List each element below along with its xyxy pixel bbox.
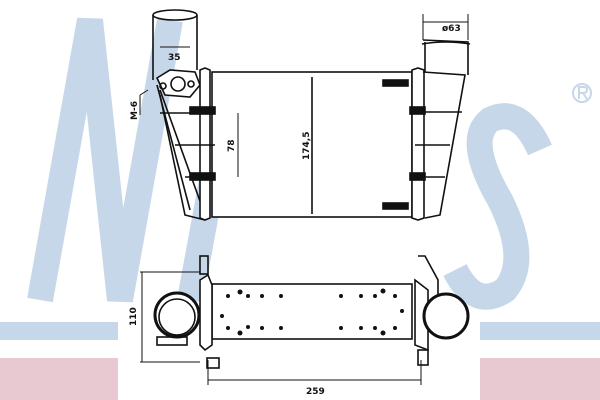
- dim-outlet-diameter: ø63: [442, 24, 461, 34]
- top-view: [139, 9, 471, 221]
- dim-core-height: 174,5: [302, 132, 312, 160]
- dim-core-width: 259: [306, 387, 325, 397]
- registered-mark-icon: [572, 83, 592, 103]
- mounting-holes: [220, 288, 404, 336]
- bottom-view: [140, 255, 470, 385]
- dim-thread: M-6: [130, 101, 140, 120]
- dim-flange-width: 35: [168, 53, 181, 63]
- dim-bracket-spacing: 78: [227, 139, 237, 152]
- dim-depth: 110: [129, 307, 139, 326]
